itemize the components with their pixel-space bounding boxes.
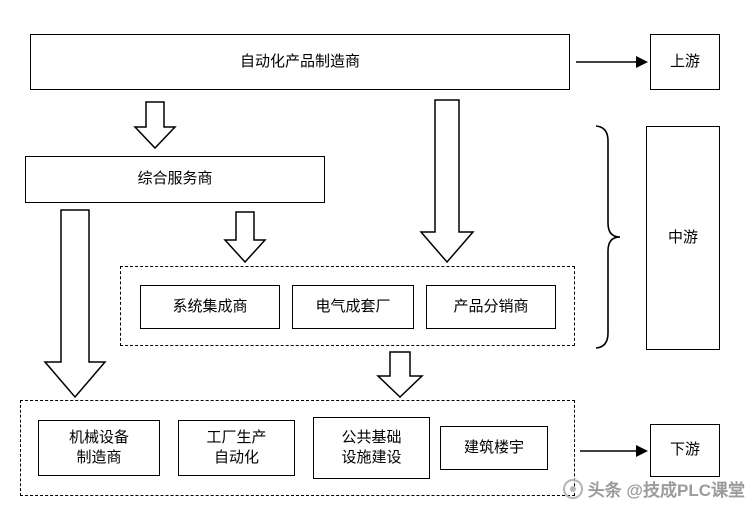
arrow-down-service-to-midgroup-icon bbox=[223, 211, 267, 264]
box-public-infrastructure-construction: 公共基础 设施建设 bbox=[313, 417, 430, 479]
box-midstream: 中游 bbox=[646, 126, 720, 350]
box-automation-product-manufacturer: 自动化产品制造商 bbox=[30, 34, 570, 90]
box-factory-production-automation: 工厂生产 自动化 bbox=[178, 420, 295, 476]
midstream-brace-icon bbox=[595, 125, 621, 349]
box-electrical-assembly-factory: 电气成套厂 bbox=[292, 285, 414, 329]
midstream-dashed-group bbox=[120, 266, 575, 346]
box-downstream: 下游 bbox=[650, 424, 720, 477]
watermark-text: 头条 @技成PLC课堂 bbox=[587, 481, 745, 500]
box-product-distributor: 产品分销商 bbox=[426, 285, 556, 329]
box-comprehensive-service-provider: 综合服务商 bbox=[25, 156, 325, 203]
toutiao-logo-icon bbox=[562, 478, 583, 499]
box-system-integrator: 系统集成商 bbox=[140, 285, 280, 329]
box-building-construction: 建筑楼宇 bbox=[440, 426, 548, 470]
arrow-down-top-to-midgroup-icon bbox=[419, 99, 475, 264]
box-machinery-equipment-manufacturer: 机械设备 制造商 bbox=[38, 420, 160, 476]
arrow-down-midgroup-to-bottomgroup-icon bbox=[376, 351, 424, 399]
arrow-right-to-upstream-head-icon bbox=[636, 56, 648, 68]
arrow-down-service-to-bottomgroup-icon bbox=[43, 209, 107, 399]
box-upstream: 上游 bbox=[650, 34, 720, 90]
watermark: 头条 @技成PLC课堂 bbox=[562, 476, 745, 501]
arrow-right-to-downstream-head-icon bbox=[636, 445, 648, 457]
arrow-down-to-service-icon bbox=[133, 101, 177, 150]
downstream-dashed-group bbox=[20, 400, 575, 496]
